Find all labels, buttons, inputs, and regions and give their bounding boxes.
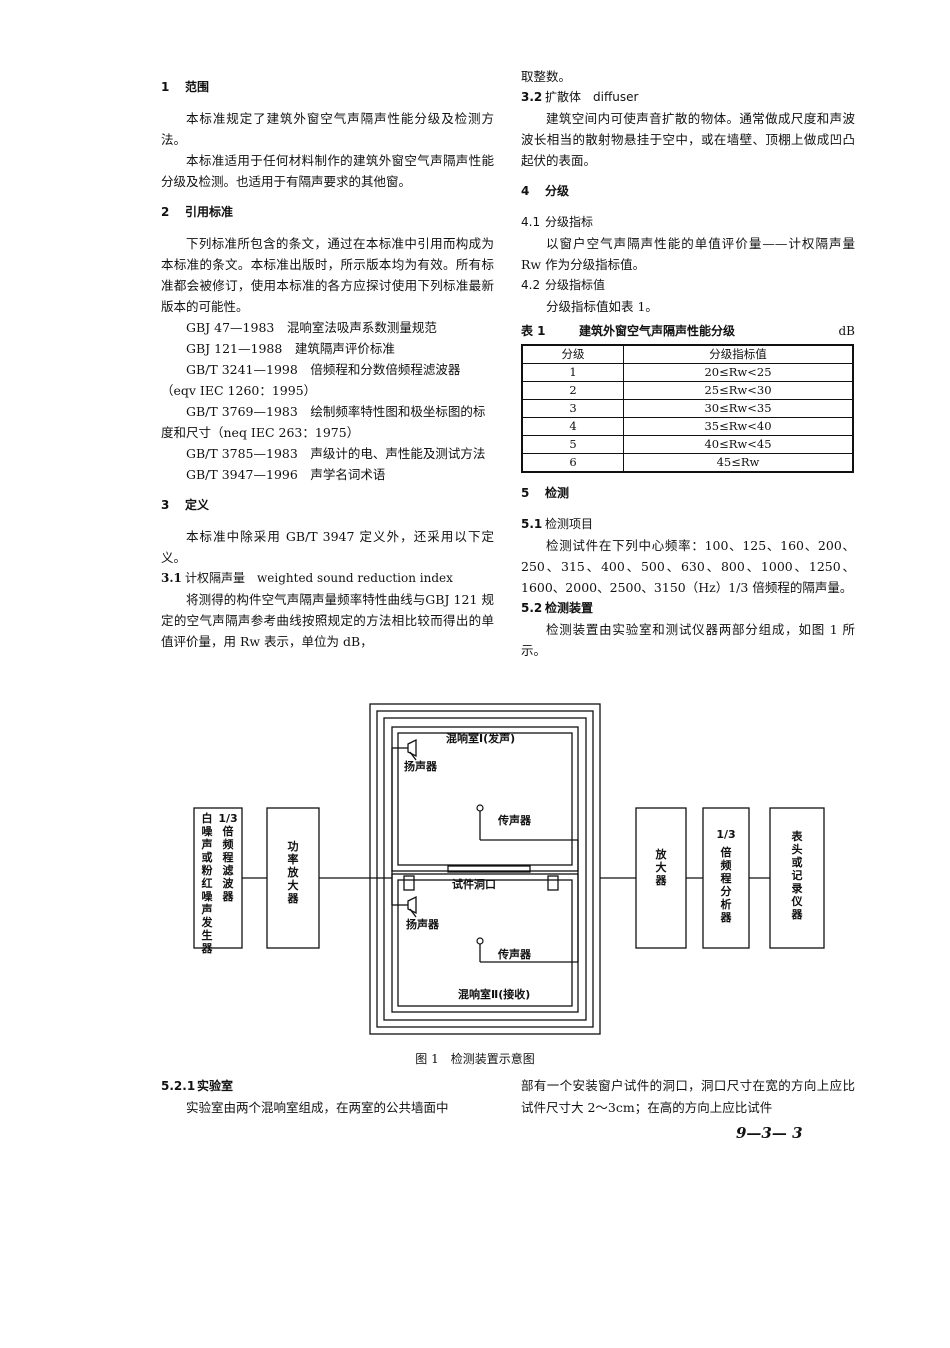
value-cell: 30≤Rw<35 — [623, 399, 854, 418]
section-5-2-1-para: 实验室由两个混响室组成，在两室的公共墙面中 — [186, 1100, 449, 1115]
filter-label: 1/3倍频程滤波器 — [218, 812, 238, 903]
grade-cell: 5 — [521, 435, 624, 454]
room-1-label: 混响室Ⅰ(发声) — [446, 732, 516, 745]
section-1-para-1: 本标准规定了建筑外窗空气声隔声性能分级及检测方法。 — [161, 111, 494, 147]
reference-item: GB/T 3241—1998 倍频程和分数倍频程滤波器（eqv IEC 1260… — [161, 362, 461, 398]
section-2-para-1: 下列标准所包含的条文，通过在本标准中引用而构成为本标准的条文。本标准出版时，所示… — [161, 236, 494, 314]
grade-cell: 6 — [521, 453, 624, 473]
amplifier-label: 放大器 — [655, 848, 667, 887]
table-header-value: 分级指标值 — [623, 344, 854, 364]
diagram-lines — [193, 703, 825, 1035]
power-amplifier-label: 功率放大器 — [287, 840, 299, 905]
noise-generator-label: 白噪声或粉红噪声发生器 — [201, 812, 213, 955]
section-3-para-1: 本标准中除采用 GB/T 3947 定义外，还采用以下定义。 — [161, 529, 494, 565]
value-cell: 20≤Rw<25 — [623, 363, 854, 382]
figure-caption: 图 1 检测装置示意图 — [415, 1052, 535, 1066]
analyzer-top-label: 1/3 — [716, 828, 736, 841]
table-header-grade: 分级 — [521, 344, 624, 364]
room-2-label: 混响室Ⅱ(接收) — [458, 988, 531, 1001]
section-1-para-2: 本标准适用于任何材料制作的建筑外窗空气声隔声性能分级及检测。也适用于有隔声要求的… — [161, 153, 494, 189]
speaker-1-label: 扬声器 — [404, 760, 437, 773]
section-5-2-para-1: 检测装置由实验室和测试仪器两部分组成，如图 1 所示。 — [521, 622, 855, 658]
grade-cell: 2 — [521, 381, 624, 400]
grade-cell: 3 — [521, 399, 624, 418]
recorder-label: 表头或记录仪器 — [791, 830, 803, 921]
microphone-icon — [476, 804, 484, 812]
value-cell: 25≤Rw<30 — [623, 381, 854, 400]
analyzer-label: 倍频程分析器 — [720, 846, 732, 924]
section-4-2-para-1: 分级指标值如表 1。 — [546, 299, 658, 314]
section-3-1-para-1: 将测得的构件空气声隔声量频率特性曲线与GBJ 121 规定的空气声隔声参考曲线按… — [161, 592, 494, 649]
microphone-1-label: 传声器 — [498, 814, 531, 827]
bottom-right-column: 部有一个安装窗户试件的洞口，洞口尺寸在宽的方向上应比试件尺寸大 2～3cm；在高… — [521, 1075, 855, 1119]
value-cell: 40≤Rw<45 — [623, 435, 854, 454]
microphone-2-label: 传声器 — [498, 948, 531, 961]
speaker-2-label: 扬声器 — [406, 918, 439, 931]
page-number: 9—3— 3 — [736, 1124, 803, 1142]
section-4-1-para-1: 以窗户空气声隔声性能的单值评价量——计权隔声量 Rw 作为分级指标值。 — [521, 236, 855, 272]
speaker-icon — [407, 738, 417, 761]
reference-item: GBJ 47—1983 混响室法吸声系数测量规范 — [186, 320, 437, 335]
table-unit: dB — [838, 324, 856, 338]
section-3-2-para-1: 建筑空间内可使声音扩散的物体。通常做成尺度和声波波长相当的散射物悬挂于空中，或在… — [521, 111, 855, 168]
table-title: 建筑外窗空气声隔声性能分级 — [579, 324, 736, 338]
section-5-1-para-1: 检测试件在下列中心频率：100、125、160、200、250、315、400、… — [521, 538, 855, 595]
value-cell: 35≤Rw<40 — [623, 417, 854, 436]
continued-text: 取整数。 — [521, 69, 572, 84]
reference-item: GB/T 3785—1983 声级计的电、声性能及测试方法 — [186, 446, 486, 461]
microphone-icon — [476, 937, 484, 945]
opening-label: 试件洞口 — [452, 878, 496, 891]
test-setup-diagram: 白噪声或粉红噪声发生器 1/3倍频程滤波器 功率放大器 混响室Ⅰ(发声) 扬声器… — [180, 700, 860, 1040]
table-caption: 表 1 建筑外窗空气声隔声性能分级 dB — [521, 321, 855, 342]
grade-cell: 4 — [521, 417, 624, 436]
grade-cell: 1 — [521, 363, 624, 382]
reference-item: GB/T 3769—1983 绘制频率特性图和极坐标图的标度和尺寸（neq IE… — [161, 404, 486, 440]
table-number: 表 1 — [521, 324, 546, 338]
reference-item: GBJ 121—1988 建筑隔声评价标准 — [186, 341, 395, 356]
section-5-2-1-para-cont: 部有一个安装窗户试件的洞口，洞口尺寸在宽的方向上应比试件尺寸大 2～3cm；在高… — [521, 1078, 855, 1115]
reference-item: GB/T 3947—1996 声学名词术语 — [186, 467, 386, 482]
value-cell: 45≤Rw — [623, 453, 854, 473]
table-header-row: 分级 分级指标值 — [521, 344, 854, 364]
speaker-icon — [407, 895, 417, 918]
